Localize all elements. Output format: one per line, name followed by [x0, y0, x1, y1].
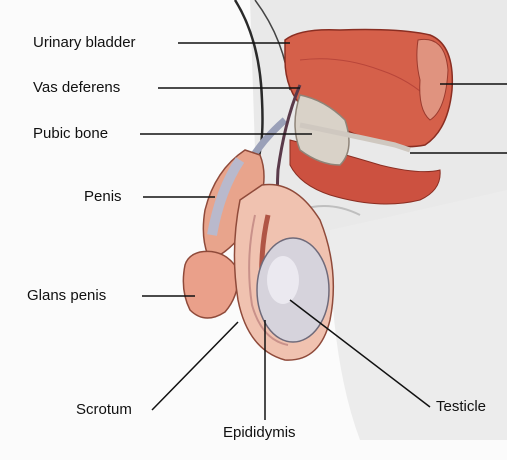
label-glans-penis: Glans penis	[27, 287, 106, 305]
label-testicle: Testicle	[436, 398, 486, 416]
label-vas-deferens: Vas deferens	[33, 79, 120, 97]
label-scrotum: Scrotum	[76, 401, 132, 419]
label-pubic-bone: Pubic bone	[33, 125, 108, 143]
label-urinary-bladder: Urinary bladder	[33, 34, 136, 52]
testicle-highlight	[267, 256, 299, 304]
leader-scrotum	[152, 322, 238, 410]
label-epididymis: Epididymis	[223, 424, 296, 442]
glans-penis	[183, 251, 238, 318]
label-penis: Penis	[84, 188, 122, 206]
